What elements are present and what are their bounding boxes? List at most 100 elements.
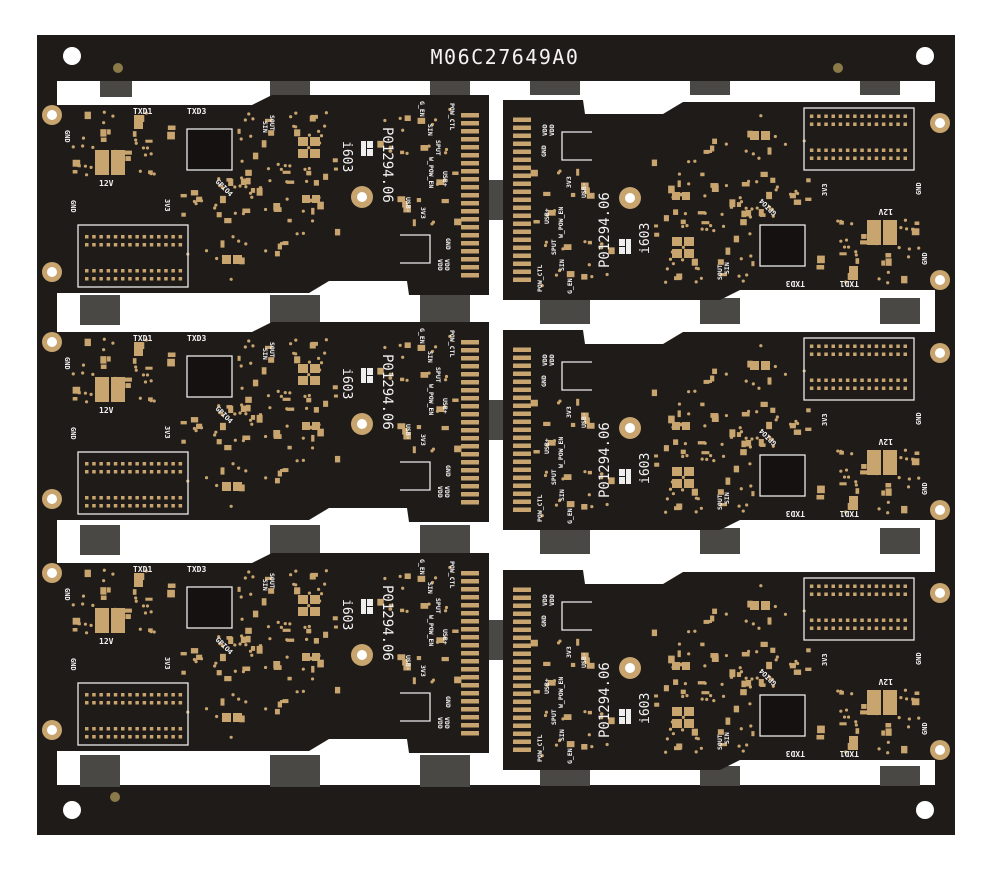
connector-pin [113,277,118,281]
via-pad [213,664,217,668]
via-pad [443,151,448,155]
via-pad [907,717,911,721]
smd-pad [680,689,686,695]
connector-pin [106,470,111,474]
smd-pad [860,240,868,245]
smd-pad [570,662,576,667]
breakaway-tab [430,81,470,97]
label-3v3: 3V3 [419,665,427,677]
connector-pin [831,148,835,152]
edge-finger [461,217,479,222]
smd-pad [711,654,719,662]
via-pad [699,506,703,510]
breakaway-tab [80,525,120,555]
label-vdd: VDD [548,594,556,606]
via-pad [233,185,237,189]
component-pad [867,690,881,715]
label-vdd: VDD [548,354,556,366]
smd-pad [758,209,764,217]
via-pad [233,669,237,673]
edge-finger [461,380,479,385]
via-pad [84,400,89,404]
edge-finger [461,683,479,688]
edge-finger [513,707,531,712]
smd-pad [125,383,131,389]
smd-pad [806,178,811,183]
connector-pin [903,156,907,160]
smd-pad [805,427,812,432]
connector-pin [817,584,821,588]
smd-pad [608,247,615,255]
connector-pin [121,693,125,697]
smd-pad [256,414,263,423]
smd-pad [264,345,273,349]
connector-outline [77,451,189,515]
connector-pin [92,735,96,739]
smd-pad [397,196,406,203]
edge-finger [513,459,531,464]
via-pad [886,270,890,274]
via-pad [699,746,703,750]
smd-pad [239,257,245,265]
via-pad [431,220,436,224]
edge-finger [461,265,479,270]
mount-hole [47,494,57,504]
smd-pad [701,451,710,455]
label-gnd: GND [921,482,929,495]
via-pad [192,426,197,431]
via-pad [770,677,774,681]
connector-pin [128,735,132,739]
edge-finger [513,611,531,616]
edge-finger [461,129,479,134]
via-pad [141,146,146,150]
edge-finger [461,412,479,417]
smd-pad [100,587,107,595]
component-pad [111,377,125,402]
component-pad [883,220,897,245]
via-pad [554,743,559,747]
via-pad [247,570,251,574]
part-number: P01294.06 [379,585,395,661]
smd-pad [282,397,291,401]
edge-finger [513,253,531,258]
component-pad [310,595,320,604]
via-pad [755,206,759,210]
via-pad [143,611,148,615]
connector-pin [874,618,879,622]
via-pad [238,184,242,188]
connector-pin [157,496,161,500]
breakaway-tab [488,620,507,660]
via-pad [556,401,561,405]
via-pad [283,164,287,168]
smd-pad [741,411,750,417]
via-pad [213,433,217,437]
smd-pad [107,356,111,362]
via-pad [687,652,691,656]
via-pad [276,620,280,624]
connector-pin [157,693,161,697]
label-sin: SIN [723,732,731,744]
connector-pin [128,693,132,697]
via-pad [383,345,387,350]
smd-pad [677,650,681,658]
via-pad [304,179,309,183]
component-pad [310,376,320,385]
via-pad [398,116,402,120]
smd-pad [167,131,175,140]
connector-pins [85,693,183,739]
connector-pin [889,386,893,390]
smd-pad [313,638,319,644]
component-pad [684,237,694,246]
connector-pin [809,378,814,382]
smd-pad [839,252,847,256]
connector-pin [99,277,103,281]
label-sin: SIN [261,579,269,591]
center-hole [625,193,635,203]
via-pad [243,576,247,580]
connector-pin [874,148,879,152]
edge-finger [513,379,531,384]
smd-pad [911,228,920,236]
via-pad [903,218,908,222]
connector-pin [838,618,843,622]
